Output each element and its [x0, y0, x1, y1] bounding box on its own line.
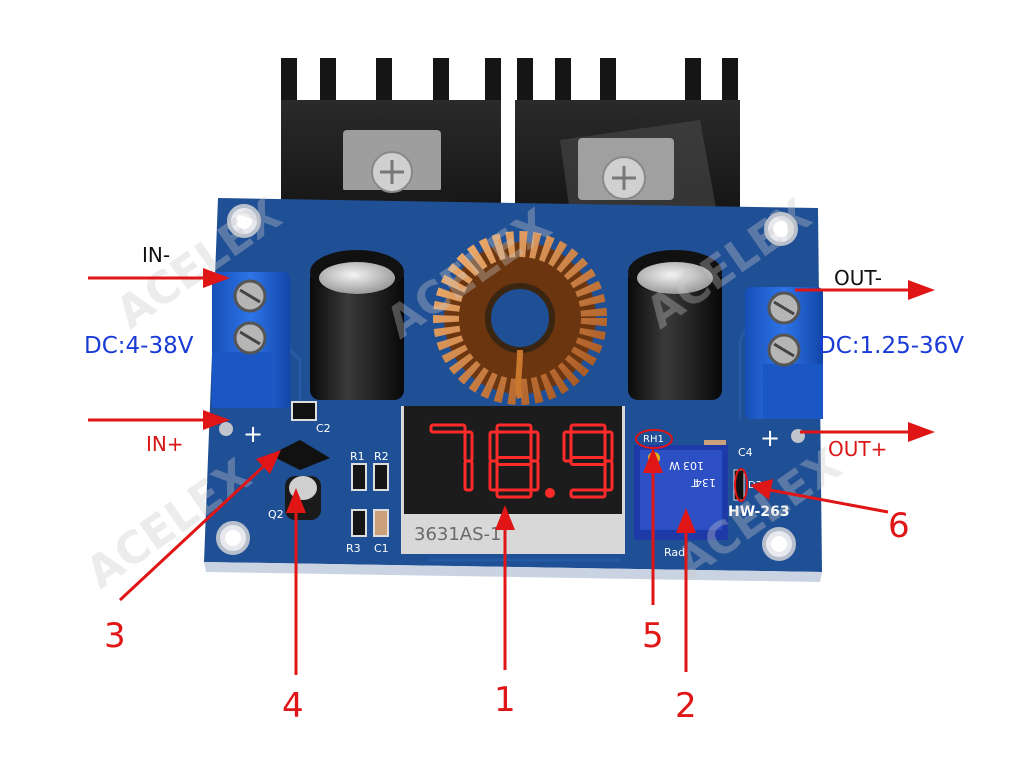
segment-g: [569, 456, 607, 466]
callout-number-1: 1: [494, 680, 516, 720]
smd-components: [270, 401, 745, 537]
terminal-block-in: [212, 272, 290, 408]
pot-marking-103: 103: [683, 459, 704, 472]
segment-c: [529, 459, 540, 492]
silk-rh1: RH1: [643, 434, 664, 445]
label-out-plus: OUT+: [828, 437, 888, 461]
arrow-in-plus-head: [203, 410, 230, 430]
arrow-6: [769, 488, 889, 514]
segment-f: [562, 430, 573, 463]
pot-marking-134: 134: [695, 476, 716, 489]
pot-markings: 103 W T 134: [669, 459, 716, 489]
segment-c: [463, 459, 474, 492]
segment-d: [569, 488, 607, 499]
silk-q2: Q2: [268, 508, 284, 521]
silk-r3: R3: [346, 542, 361, 555]
arrow-in-minus-head: [203, 268, 230, 288]
board-model: HW-263: [728, 504, 790, 520]
label-out-voltage: DC:1.25-36V: [818, 333, 965, 359]
pot-marking-t: T: [691, 476, 699, 489]
callout-number-2: 2: [675, 686, 697, 726]
arrow-5-head: [643, 448, 663, 473]
terminal-block-out: [745, 287, 823, 419]
callout-number-3: 3: [104, 616, 126, 656]
arrow-out-plus-head: [908, 422, 935, 442]
pot-marking-w: W: [669, 459, 680, 472]
highlight-rh1: [635, 429, 673, 449]
capacitor-right: [628, 250, 722, 400]
silk-plus-out: +: [760, 424, 780, 452]
silk-r1: R1: [350, 450, 365, 463]
adj-label: Radj: [664, 546, 688, 559]
label-in-voltage: DC:4-38V: [84, 333, 194, 359]
segment-c: [603, 459, 614, 492]
segment-a: [495, 423, 533, 434]
arrow-3: [118, 463, 267, 602]
callout-number-4: 4: [282, 686, 304, 726]
inductor-coil: [433, 231, 607, 405]
silk-c1: C1: [374, 542, 389, 555]
display-part-number: 3631AS-1: [414, 524, 502, 545]
label-in-minus: IN-: [142, 243, 171, 267]
arrow-3-head: [256, 450, 281, 474]
silk-c2: C2: [316, 422, 331, 435]
segment-a: [429, 423, 467, 434]
capacitor-left: [310, 250, 404, 400]
arrow-4-head: [286, 488, 306, 513]
callout-number-5: 5: [642, 616, 664, 656]
label-in-plus: IN+: [146, 432, 184, 456]
highlight-d2: [734, 468, 748, 502]
segment-d: [495, 488, 533, 499]
segment-g: [495, 456, 533, 466]
segment-f: [488, 430, 499, 463]
label-out-minus: OUT-: [834, 266, 882, 290]
arrow-6-head: [750, 479, 773, 500]
silk-c4: C4: [738, 446, 753, 459]
silk-plus-in: +: [243, 420, 263, 448]
arrow-out-minus-head: [908, 280, 935, 300]
silk-r2: R2: [374, 450, 389, 463]
segment-a: [569, 423, 607, 434]
display-digits: [429, 423, 614, 499]
callout-arrows: [88, 268, 935, 675]
arrow-1-head: [495, 505, 515, 530]
callout-number-6: 6: [888, 506, 910, 546]
arrow-2-head: [676, 508, 696, 533]
segment-dp: [545, 488, 555, 498]
